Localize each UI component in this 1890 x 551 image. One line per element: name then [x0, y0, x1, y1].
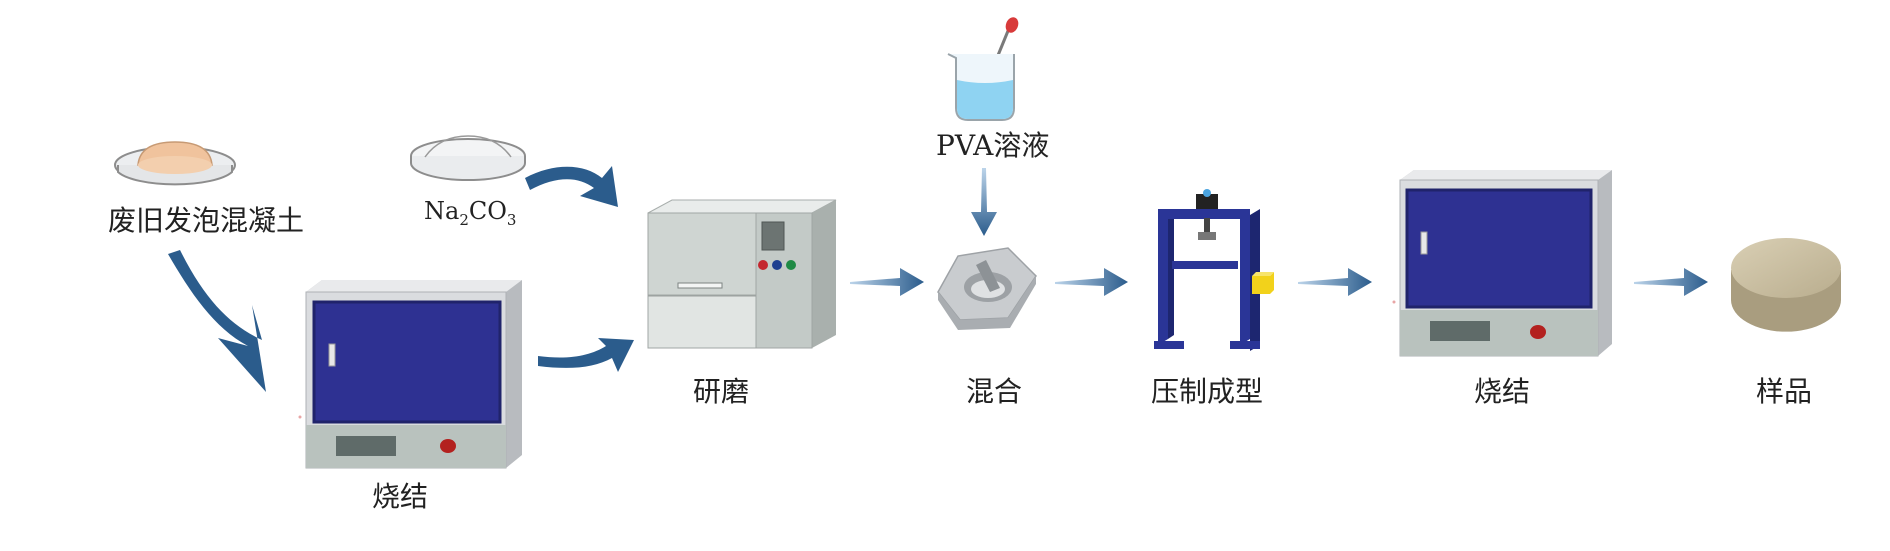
label-pressing: 压制成型 [1151, 375, 1264, 408]
arrow-na2co3-to-grinder [525, 166, 618, 207]
arrow-pressing-to-sinter [1298, 268, 1372, 296]
press-icon [1154, 189, 1274, 351]
mortar-icon [937, 247, 1037, 330]
label-sinter-1: 烧结 [372, 480, 429, 513]
label-sample: 样品 [1756, 375, 1813, 408]
na2co3-co: CO [468, 197, 507, 225]
arrow-concrete-to-sinter [168, 250, 266, 392]
na2co3-na: Na [424, 197, 460, 225]
sample-disk-icon [1731, 238, 1841, 332]
pva-beaker-icon [947, 17, 1019, 121]
label-mixing: 混合 [966, 375, 1023, 408]
label-waste-concrete: 废旧发泡混凝土 [108, 204, 305, 237]
na2co3-sub-3: 3 [506, 211, 517, 229]
label-grinding: 研磨 [693, 375, 750, 408]
arrow-sinter-to-sample [1634, 268, 1708, 296]
label-na2co3: Na2CO3 [424, 199, 516, 228]
na2co3-sub-2: 2 [459, 211, 469, 229]
arrow-sinter-to-grinder [538, 338, 634, 372]
na2co3-dish-icon [410, 135, 526, 181]
arrow-pva-to-mixing [971, 168, 997, 236]
waste-concrete-dish-icon [114, 141, 236, 186]
grinder-icon [647, 199, 837, 349]
label-sinter-2: 烧结 [1474, 375, 1531, 408]
arrow-mixing-to-pressing [1055, 268, 1128, 296]
furnace-2-icon [1392, 170, 1612, 357]
arrow-grinder-to-mixing [850, 268, 924, 296]
furnace-1-icon [298, 280, 522, 469]
label-pva: PVA溶液 [936, 129, 1050, 162]
